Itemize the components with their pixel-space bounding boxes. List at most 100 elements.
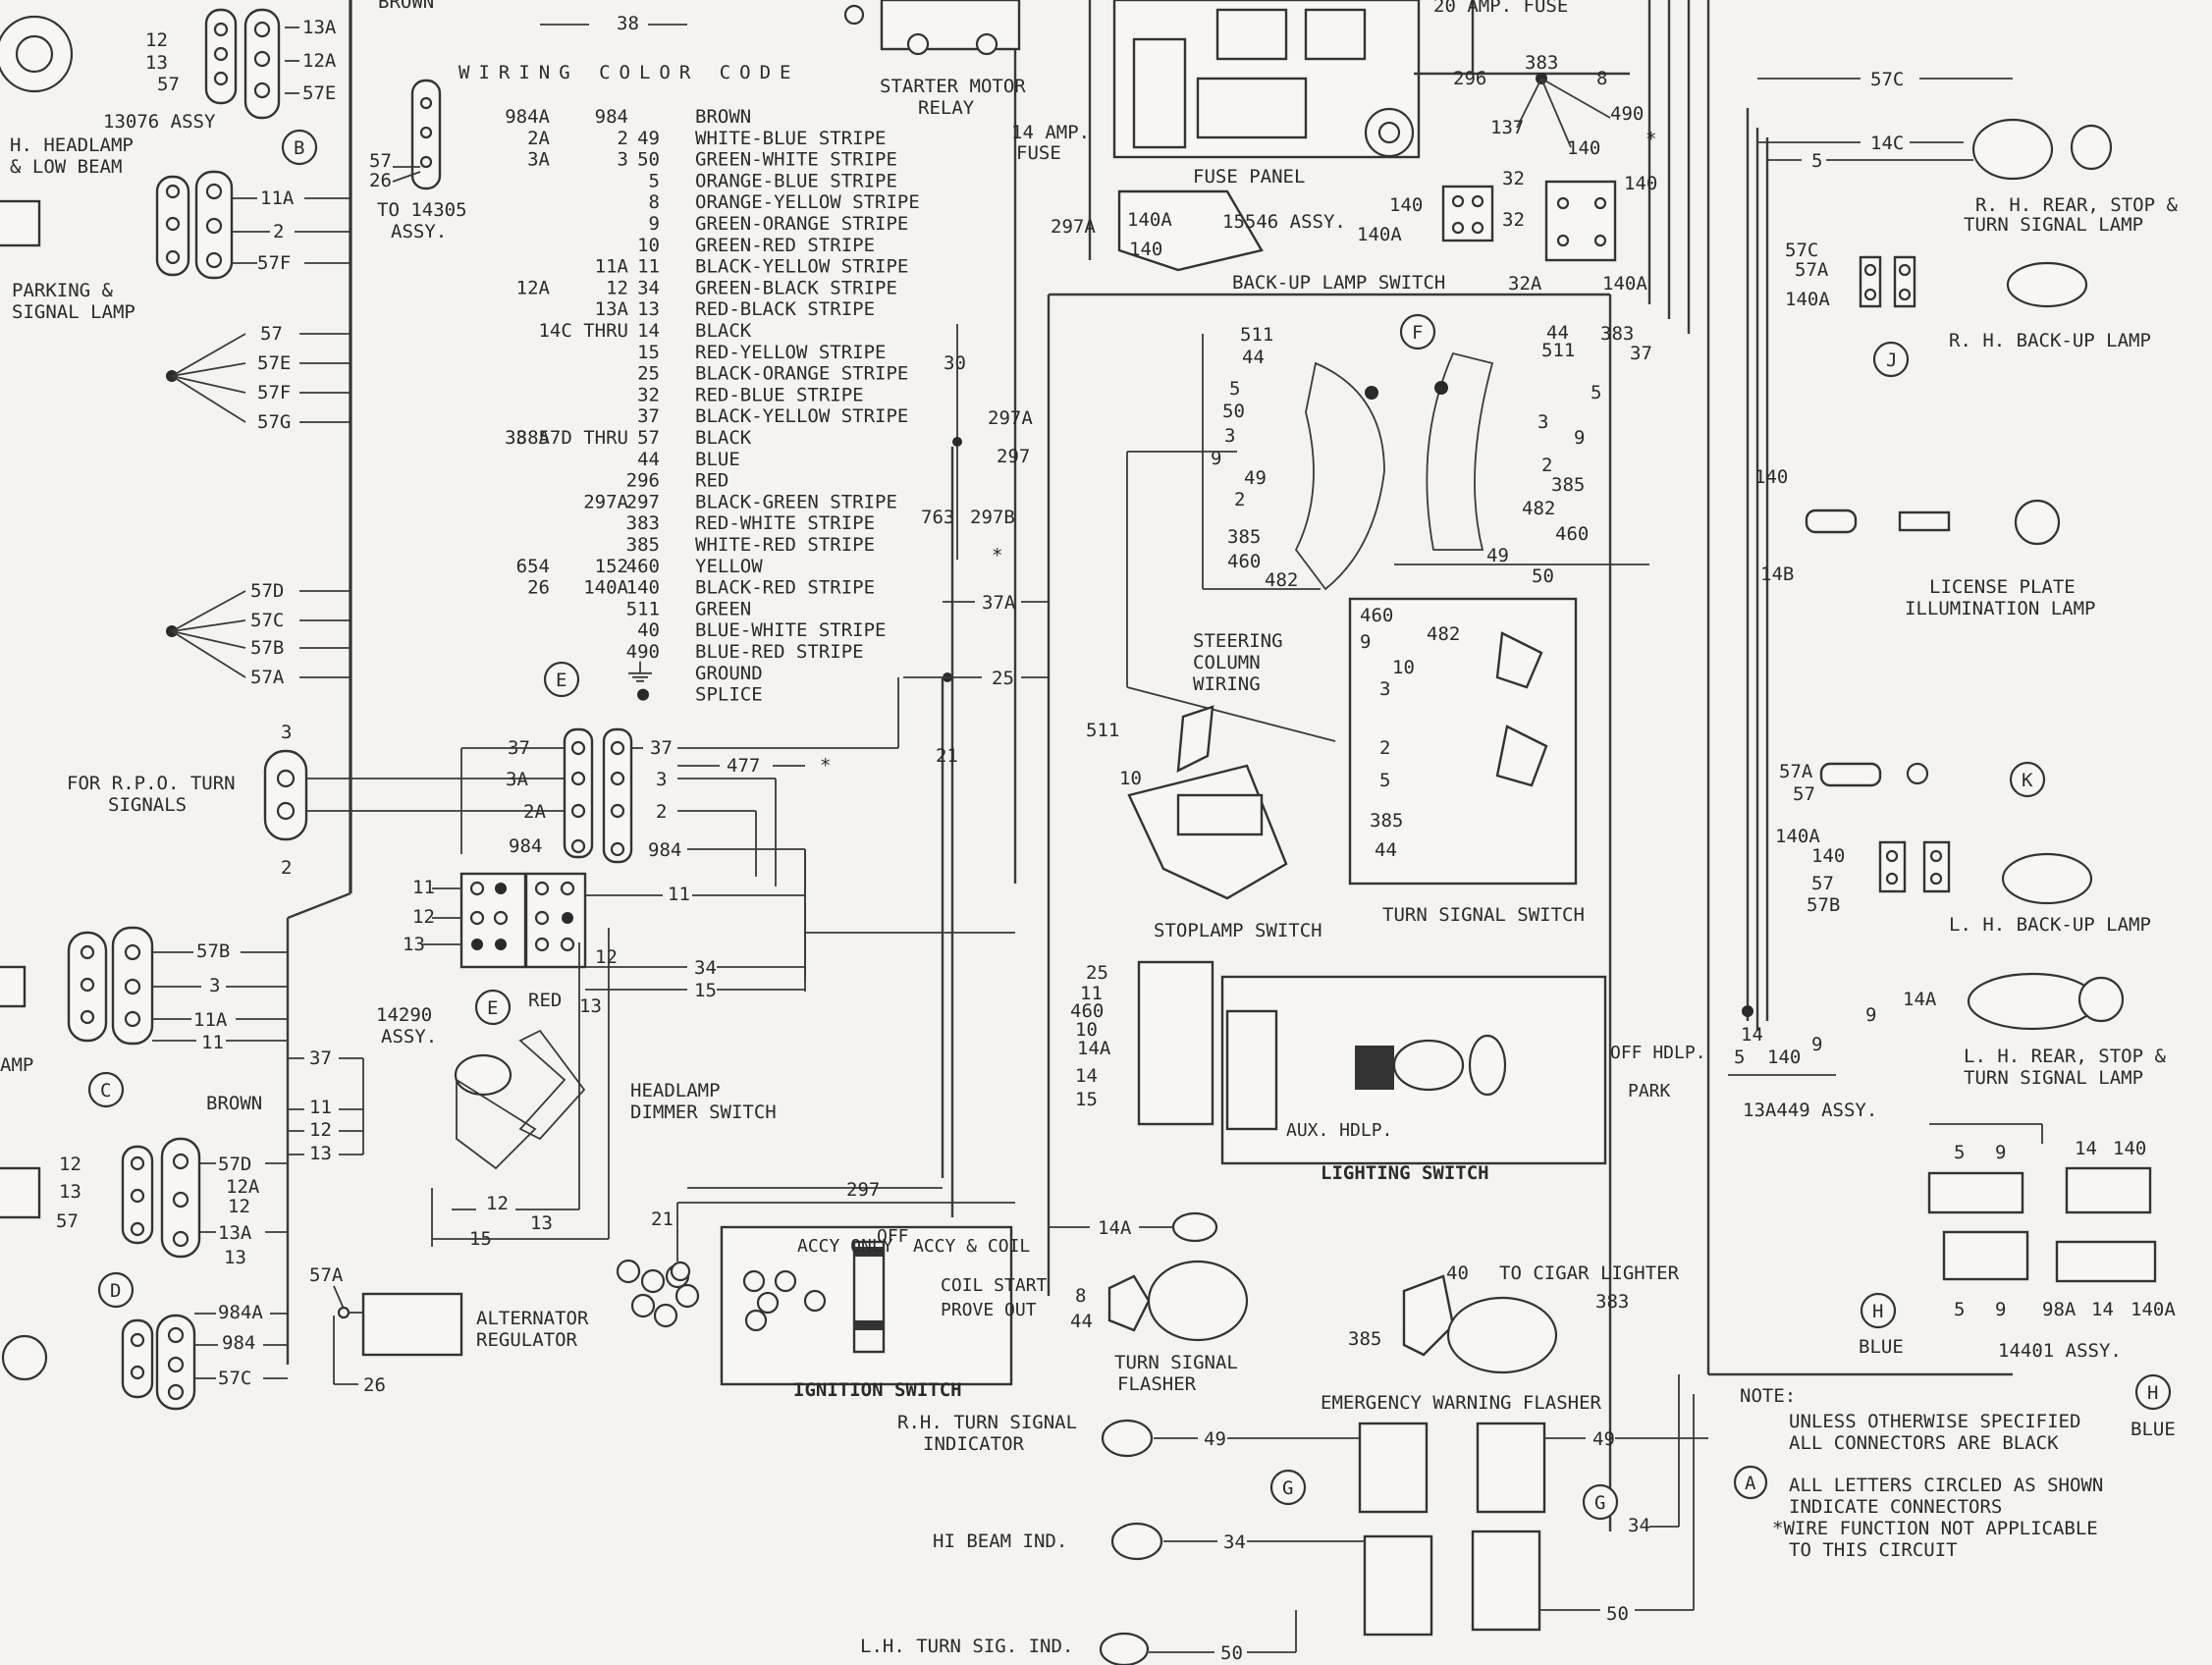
svg-text:3: 3 xyxy=(281,722,292,743)
assy-14290-label-2: ASSY. xyxy=(381,1026,437,1047)
ign-prove-out: PROVE OUT xyxy=(941,1300,1037,1320)
connector-c xyxy=(87,1071,125,1108)
svg-text:57A: 57A xyxy=(1779,761,1813,782)
rpo-connector xyxy=(263,749,308,841)
svg-text:984: 984 xyxy=(509,835,542,857)
color-code-color-name: ORANGE-YELLOW STRIPE xyxy=(695,191,920,213)
svg-text:37A: 37A xyxy=(982,592,1016,614)
svg-text:34: 34 xyxy=(694,957,717,979)
color-code-color-name: GREEN-ORANGE STRIPE xyxy=(695,213,908,235)
assy-15546-label: 15546 ASSY. xyxy=(1222,211,1346,233)
headlamp-label-1: H. HEADLAMP xyxy=(10,134,134,156)
color-code-alias2: 12 xyxy=(606,277,628,298)
bus-label-57b: 57B xyxy=(250,637,284,659)
color-code-color-name: RED-BLUE STRIPE xyxy=(695,384,864,405)
color-code-wire-number: 44 xyxy=(637,449,660,470)
svg-text:140A: 140A xyxy=(1357,224,1402,245)
assy-14290-label-1: 14290 xyxy=(376,1004,432,1026)
connector-a-legend xyxy=(1733,1465,1768,1500)
color-code-color-name: GREEN-WHITE STRIPE xyxy=(695,149,897,171)
svg-text:140: 140 xyxy=(1811,845,1845,867)
svg-text:98A: 98A xyxy=(2042,1299,2077,1320)
rpo-label-1: FOR R.P.O. TURN xyxy=(67,773,236,794)
color-code-alias2: 152 xyxy=(595,556,628,577)
svg-text:984: 984 xyxy=(222,1332,255,1354)
color-code-alias2: 13A xyxy=(595,298,629,320)
svg-text:3A: 3A xyxy=(506,769,528,790)
connector-e-lower-letter: E xyxy=(487,997,498,1019)
svg-text:11: 11 xyxy=(412,877,435,898)
steering-plug-left xyxy=(1294,361,1385,591)
red-label: RED xyxy=(528,990,562,1011)
color-code-wire-number: 15 xyxy=(637,342,660,363)
wire-490-label: 490 xyxy=(1610,103,1644,125)
svg-text:140A: 140A xyxy=(2131,1299,2176,1320)
svg-text:511: 511 xyxy=(1541,340,1575,361)
lh-rear-label-1: L. H. REAR, STOP & xyxy=(1964,1046,2166,1067)
svg-text:763: 763 xyxy=(921,507,954,528)
connector-e-lower xyxy=(474,989,512,1026)
color-code-wire-number: 490 xyxy=(626,641,660,663)
svg-text:14B: 14B xyxy=(1760,564,1794,585)
color-code-wire-number: 14 xyxy=(637,320,660,342)
color-code-wire-number: 296 xyxy=(626,470,660,492)
svg-text:50: 50 xyxy=(1222,401,1245,422)
blue-label-left: BLUE xyxy=(1859,1336,1904,1358)
rh-indicator-label-1: R.H. TURN SIGNAL xyxy=(897,1412,1077,1433)
assy-13a449-label: 13A449 ASSY. xyxy=(1743,1100,1877,1121)
svg-text:14: 14 xyxy=(2075,1138,2097,1159)
color-code-color-name: RED-WHITE STRIPE xyxy=(695,512,875,534)
steering-label-2: COLUMN xyxy=(1193,652,1261,673)
turn-switch-contact-upper xyxy=(1495,631,1543,689)
color-code-color-name: RED-BLACK STRIPE xyxy=(695,298,875,320)
svg-text:44: 44 xyxy=(1375,839,1397,861)
svg-text:383: 383 xyxy=(1600,323,1634,345)
parking-label-1: PARKING & xyxy=(12,280,114,301)
color-code-color-name: GREEN-RED STRIPE xyxy=(695,235,875,256)
parking-lamp-body xyxy=(0,199,41,247)
color-code-wire-number: 57 xyxy=(637,427,660,449)
svg-text:3: 3 xyxy=(1224,425,1235,447)
color-code-color-name: RED-YELLOW STRIPE xyxy=(695,342,886,363)
svg-text:984: 984 xyxy=(648,839,681,861)
note-line-3: ALL LETTERS CIRCLED AS SHOWN xyxy=(1789,1475,2103,1496)
fuse-panel-label: FUSE PANEL xyxy=(1193,166,1305,188)
svg-text:140: 140 xyxy=(1389,194,1423,216)
svg-text:9: 9 xyxy=(1995,1142,2006,1163)
color-code-wire-number: 40 xyxy=(637,619,660,641)
color-code-alias2: 3 xyxy=(618,149,628,171)
color-code-wire-number: 13 xyxy=(637,298,660,320)
connector-h-left xyxy=(1860,1292,1897,1329)
svg-text:57: 57 xyxy=(56,1210,79,1232)
wire-296-label: 296 xyxy=(1453,68,1486,89)
note-line-5: *WIRE FUNCTION NOT APPLICABLE xyxy=(1772,1518,2098,1539)
connector-g-right xyxy=(1582,1483,1619,1521)
connector-k xyxy=(2009,761,2046,798)
steering-plug-right xyxy=(1426,351,1494,551)
svg-text:25: 25 xyxy=(992,668,1014,689)
svg-text:9: 9 xyxy=(1211,448,1221,469)
svg-text:57C: 57C xyxy=(218,1368,251,1389)
rh-rear-label-2: TURN SIGNAL LAMP xyxy=(1964,214,2143,236)
connector-14401-c xyxy=(1942,1230,2029,1281)
svg-text:9: 9 xyxy=(1360,631,1371,653)
color-code-color-name: BLACK-YELLOW STRIPE xyxy=(695,405,908,427)
color-code-wire-number: 25 xyxy=(637,363,660,385)
svg-text:10: 10 xyxy=(1075,1019,1098,1041)
color-code-wire-number: 460 xyxy=(626,556,660,577)
svg-text:57C: 57C xyxy=(1785,240,1818,261)
lh-backup-label: L. H. BACK-UP LAMP xyxy=(1949,914,2151,936)
connector-f xyxy=(1399,313,1436,350)
backup-switch-label: BACK-UP LAMP SWITCH xyxy=(1232,272,1445,294)
svg-text:49: 49 xyxy=(1592,1428,1615,1450)
label-13-a: 13 xyxy=(145,52,168,74)
svg-text:5: 5 xyxy=(1229,378,1240,400)
svg-text:13: 13 xyxy=(224,1247,246,1268)
hibeam-indicator-label: HI BEAM IND. xyxy=(933,1531,1067,1552)
color-code-alias2: 38 57D THRU xyxy=(505,427,628,449)
color-code-color-name: BLUE-WHITE STRIPE xyxy=(695,619,886,641)
lamp-d-bulb xyxy=(1,1334,48,1381)
wire-490-star: * xyxy=(1646,129,1656,150)
